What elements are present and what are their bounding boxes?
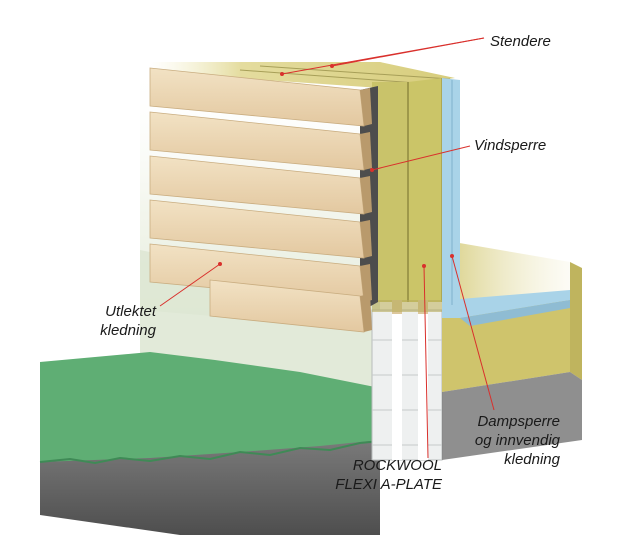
soil-block: [40, 440, 380, 535]
label-wind-barrier: Vindsperre: [474, 137, 547, 154]
floor-slab-top: [442, 240, 570, 300]
leader-wind-barrier: [371, 145, 471, 171]
foundation: [371, 309, 443, 461]
label-vapor-line2: og innvendig: [474, 432, 560, 449]
cladding-boards: [149, 67, 372, 333]
leader-lines: [159, 37, 495, 459]
leader-vapor: [451, 255, 495, 411]
label-product-line2: FLEXI A-PLATE: [335, 476, 442, 493]
leader-studs-2: [331, 37, 485, 67]
leader-dots: [218, 64, 454, 268]
label-cladding-line2: kledning: [100, 322, 156, 339]
vapor-barrier: [442, 78, 460, 318]
vapor-barrier-floor: [448, 290, 570, 318]
label-product-line1: ROCKWOOL: [352, 457, 442, 474]
grass-surface: [40, 352, 380, 462]
insulation-layer-inner: [408, 78, 442, 302]
grass-edge: [39, 440, 381, 465]
label-vapor-line3: kledning: [504, 451, 560, 468]
label-studs: Stendere: [490, 33, 551, 50]
label-cladding-line1: Utlektet: [105, 303, 156, 320]
label-product: ROCKWOOL FLEXI A-PLATE: [330, 456, 442, 494]
label-cladding: Utlektet kledning: [80, 302, 156, 340]
leader-product: [423, 265, 429, 459]
label-vapor-barrier: Dampsperre og innvendig kledning: [460, 412, 560, 469]
label-vapor-line1: Dampsperre: [477, 413, 560, 430]
leader-cladding: [159, 263, 221, 307]
